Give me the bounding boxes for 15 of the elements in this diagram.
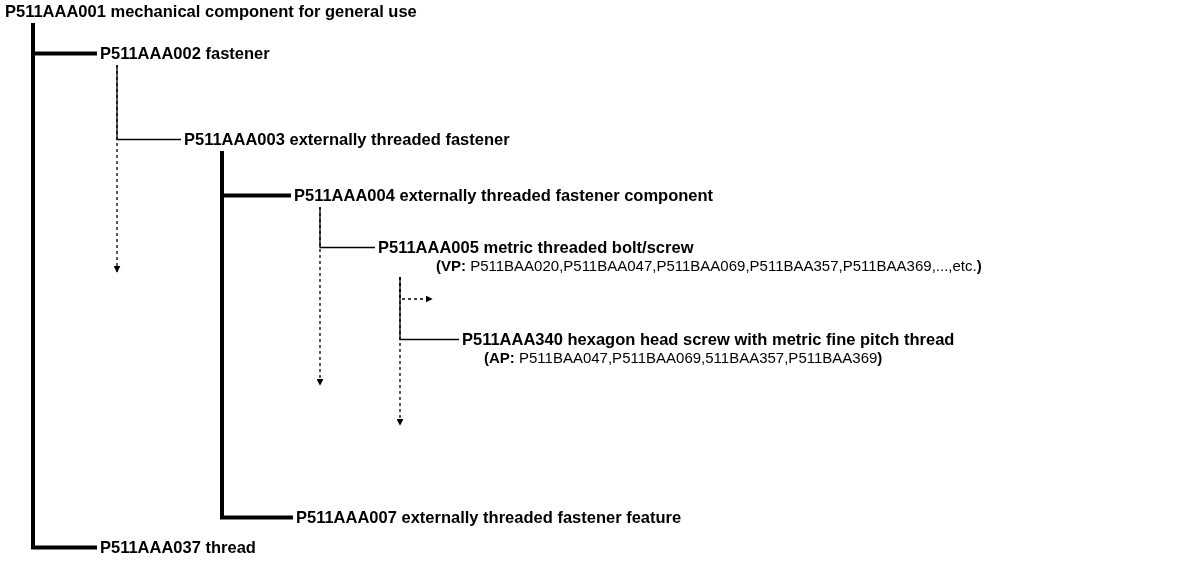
node-label: P511AAA004 externally threaded fastener component (294, 186, 714, 205)
node-label: P511AAA037 thread (100, 538, 256, 557)
code-list-note: (VP: P511BAA020,P511BAA047,P511BAA069,P511BAA357,P511BAA369,...,etc.) (436, 257, 982, 275)
dotted-arrow (396, 276, 404, 426)
node-label: P511AAA001 mechanical component for general use (5, 2, 417, 21)
node-label: P511AAA002 fastener (100, 44, 270, 63)
node-label: P511AAA007 externally threaded fastener feature (296, 508, 682, 527)
connector-line (220, 151, 293, 520)
node-label: P511AAA003 externally threaded fastener (184, 130, 510, 149)
node-label: P511AAA005 metric threaded bolt/screw (378, 238, 695, 257)
connector-line (31, 23, 97, 550)
dotted-arrow (113, 64, 121, 273)
dotted-arrow (316, 206, 324, 386)
node-label: P511AAA340 hexagon head screw with metric fine pitch thread (462, 330, 955, 349)
code-list-note: (AP: P511BAA047,P511BAA069,511BAA357,P511BAA369) (484, 349, 884, 367)
